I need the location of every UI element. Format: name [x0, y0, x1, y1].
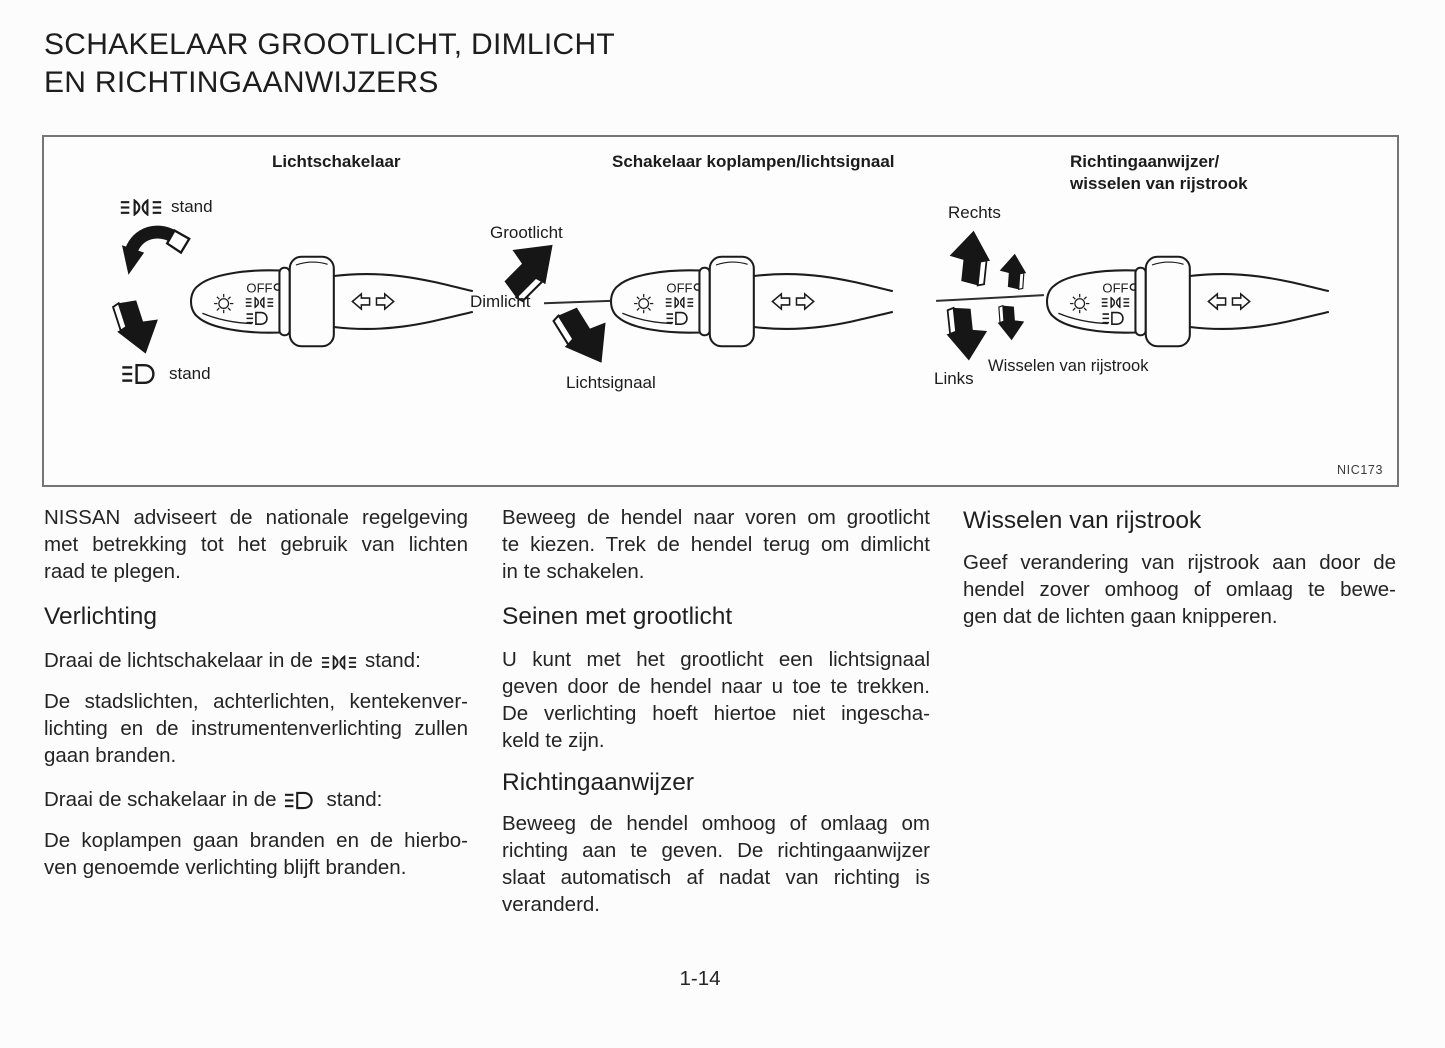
stalk-switch-illustration [604, 243, 894, 360]
headlight-stand-label: stand [120, 363, 211, 385]
turn-right-up-arrow-icon [945, 227, 995, 288]
parking-lights-icon [119, 198, 163, 216]
lane-change-up-arrow-icon [997, 252, 1029, 291]
page-title: SCHAKELAAR GROOTLICHT, DIMLICHT EN RICHT… [44, 26, 615, 102]
rotate-collar-down-arrow-icon [108, 292, 168, 361]
figure-code: NIC173 [1337, 463, 1383, 477]
turn2-suffix: stand: [326, 788, 383, 811]
panel-lightswitch-header: Lichtschakelaar [272, 152, 401, 171]
lichtsignaal-label: Lichtsignaal [566, 373, 656, 392]
heading-seinen: Seinen met grootlicht [502, 603, 733, 630]
rechts-label: Rechts [948, 203, 1001, 222]
parking-lights-stand-label: stand [118, 197, 213, 217]
neutral-position-line [936, 294, 1044, 302]
heading-verlichting: Verlichting [44, 603, 158, 630]
paragraph-lichtsignaal: U kunt met het grootlicht een lichtsigna… [502, 648, 930, 752]
page-number: 1-14 [679, 967, 721, 990]
paragraph-wisselen: Geef verandering van rijstrook aan door … [963, 551, 1396, 628]
lane-change-down-arrow-icon [995, 303, 1027, 342]
stalk-switch-illustration [184, 243, 474, 360]
stand-label-text: stand [169, 364, 211, 383]
heading-wisselen: Wisselen van rijstrook [963, 507, 1202, 534]
rotate-collar-curved-arrow-icon [120, 225, 194, 295]
panel-turnsignal-header-line1: Richtingaanwijzer/ [1070, 152, 1220, 171]
page-title-line2: EN RICHTINGAANWIJZERS [44, 66, 439, 99]
grootlicht-label: Grootlicht [490, 223, 563, 242]
paragraph-intro: NISSAN adviseert de nationale regelgevin… [44, 506, 468, 583]
paragraph-turn-headlight: Draai de schakelaar in de stand: [44, 786, 468, 813]
text-column-2: Beweeg de hendel naar voren om grootlich… [502, 504, 930, 918]
turn-left-down-arrow-icon [942, 303, 991, 364]
stand-label-text: stand [171, 197, 213, 216]
text-column-3: Wisselen van rijstrook Geef verandering … [963, 504, 1396, 630]
panel-turnsignal-header: Richtingaanwijzer/ wisselen van rijstroo… [1070, 151, 1248, 195]
headlight-icon [121, 363, 155, 385]
figure-box: Lichtschakelaar stand stand Schakelaar k… [42, 135, 1399, 487]
paragraph-hendel: Beweeg de hendel naar voren om grootlich… [502, 506, 930, 583]
links-label: Links [934, 369, 974, 388]
text-column-1: NISSAN adviseert de nationale regelgevin… [44, 504, 468, 881]
parking-lights-icon [320, 655, 357, 669]
paragraph-turn-parking: Draai de lichtschakelaar in de stand: [44, 647, 468, 674]
turn2-prefix: Draai de schakelaar in de [44, 788, 277, 811]
panel-turnsignal-header-line2: wisselen van rijstrook [1070, 174, 1248, 193]
turn1-prefix: Draai de lichtschakelaar in de [44, 649, 313, 672]
panel-headlamp-header: Schakelaar koplampen/lichtsignaal [612, 152, 895, 171]
dimlicht-label: Dimlicht [470, 292, 531, 311]
turn1-suffix: stand: [364, 649, 421, 672]
lane-change-label: Wisselen van rijstrook [988, 357, 1149, 375]
paragraph-citylights: De stadslichten, achterlichten, kenteken… [44, 690, 468, 767]
heading-richtingaanwijzer: Richtingaanwijzer [502, 769, 695, 796]
page-title-line1: SCHAKELAAR GROOTLICHT, DIMLICHT [44, 28, 616, 61]
stalk-switch-illustration [1040, 243, 1330, 360]
headlight-icon [284, 791, 314, 810]
paragraph-koplampen: De koplampen gaan branden en de hierbo-v… [44, 829, 468, 879]
